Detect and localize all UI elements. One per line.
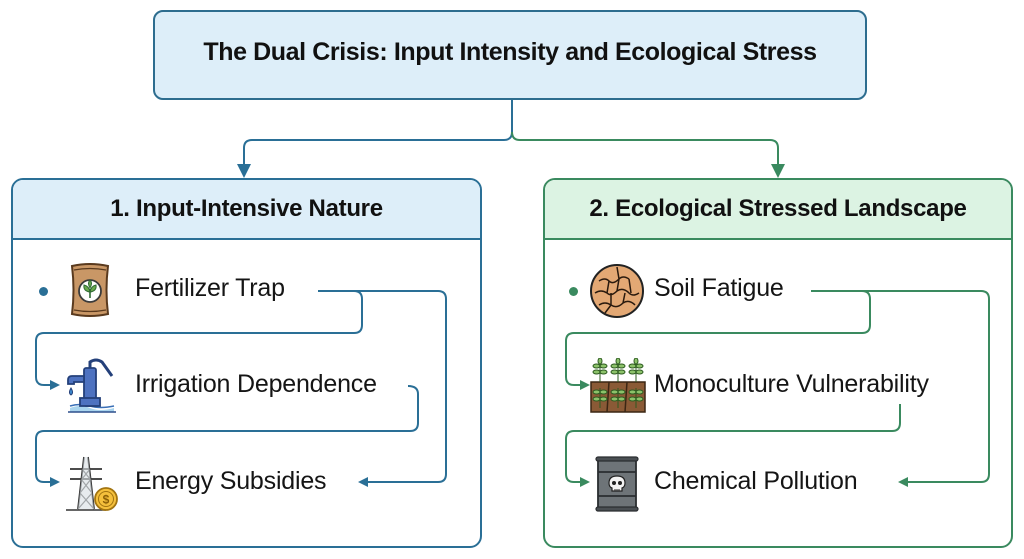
- item-label: Monoculture Vulnerability: [654, 370, 929, 398]
- list-item-fertilizer-trap: Fertilizer Trap: [135, 274, 285, 303]
- title-box: The Dual Crisis: Input Intensity and Eco…: [153, 10, 867, 100]
- connector-title-to-left: [237, 100, 513, 178]
- power-tower-coin-icon: $: [66, 456, 118, 511]
- bullet-dot: [569, 287, 578, 296]
- toxic-barrel-icon: [595, 456, 639, 512]
- item-label: Chemical Pollution: [654, 467, 858, 495]
- list-item-energy-subsidies: Energy Subsidies: [135, 467, 327, 496]
- item-label: Fertilizer Trap: [135, 274, 285, 302]
- item-label: Soil Fatigue: [654, 274, 784, 302]
- diagram-title: The Dual Crisis: Input Intensity and Eco…: [203, 38, 817, 66]
- item-label: Irrigation Dependence: [135, 370, 377, 398]
- list-item-chemical-pollution: Chemical Pollution: [654, 467, 858, 496]
- bullet-dot: [39, 287, 48, 296]
- svg-text:$: $: [103, 493, 110, 507]
- fertilizer-bag-icon: [70, 263, 110, 317]
- panel-heading-input-intensive: 1. Input-Intensive Nature: [13, 180, 480, 240]
- list-item-soil-fatigue: Soil Fatigue: [654, 274, 784, 303]
- water-pump-icon: [67, 358, 116, 413]
- list-item-monoculture-vulnerability: Monoculture Vulnerability: [654, 370, 929, 399]
- connector-title-to-right: [511, 131, 785, 178]
- cracked-soil-icon: [590, 264, 644, 318]
- item-label: Energy Subsidies: [135, 467, 327, 495]
- crop-rows-icon: [590, 358, 646, 413]
- panel-heading-ecological-stress: 2. Ecological Stressed Landscape: [545, 180, 1011, 240]
- list-item-irrigation-dependence: Irrigation Dependence: [135, 370, 377, 399]
